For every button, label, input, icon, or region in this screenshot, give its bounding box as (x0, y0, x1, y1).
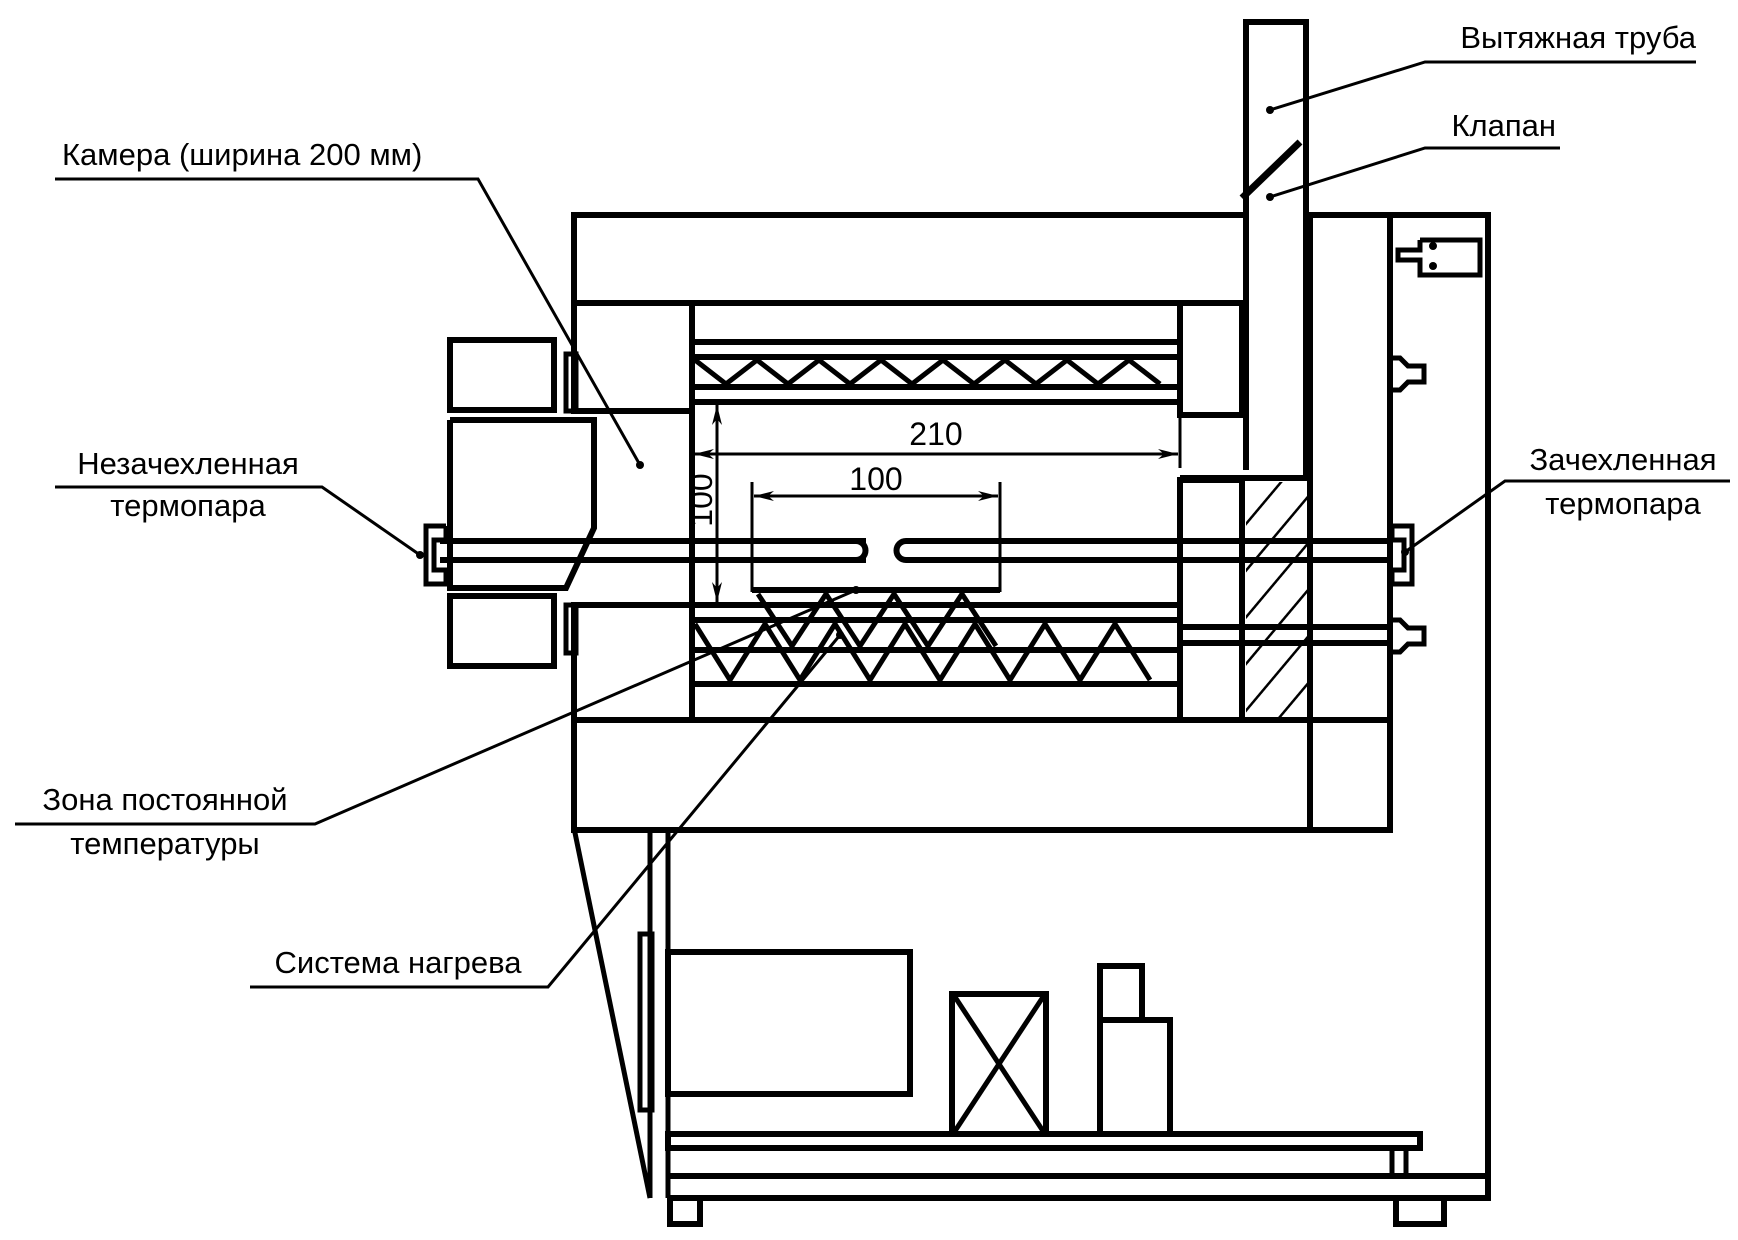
label-constant-temp-zone-2: температуры (70, 826, 259, 861)
dim-label-100-v: 100 (683, 473, 719, 526)
label-unsheathed-thermocouple-1: Незачехленная (77, 446, 299, 481)
label-heating-system: Система нагрева (275, 945, 523, 980)
valve-flap (1239, 139, 1303, 201)
label-sheathed-thermocouple-1: Зачехленная (1529, 442, 1716, 477)
labels: Вытяжная труба Клапан Камера (ширина 200… (42, 20, 1716, 980)
foot-left (667, 1195, 703, 1227)
equipment-bay (665, 949, 1488, 1227)
exhaust-pipe (1180, 19, 1309, 482)
housing (571, 212, 1491, 1201)
heater-terminal-rod (1180, 617, 1427, 655)
regulator-body (1097, 1017, 1173, 1137)
lower-heater (692, 587, 1180, 687)
thermocouple-unsheathed (416, 523, 869, 587)
label-chamber: Камера (ширина 200 мм) (62, 137, 422, 172)
dimensions: 210 100 100 (683, 405, 1182, 602)
upper-heater (692, 339, 1180, 405)
dim-label-210: 210 (909, 416, 962, 452)
leaders (15, 60, 1730, 989)
label-valve: Клапан (1451, 108, 1556, 143)
label-sheathed-thermocouple-2: термопара (1545, 486, 1701, 521)
foot-right (1393, 1195, 1447, 1227)
label-unsheathed-thermocouple-2: термопара (110, 488, 266, 523)
label-exhaust-pipe: Вытяжная труба (1460, 20, 1696, 55)
chamber (689, 300, 1245, 723)
regulator-top (1097, 963, 1145, 1023)
control-unit (665, 949, 913, 1097)
side-terminals (1392, 237, 1483, 393)
dim-label-100-h: 100 (849, 461, 902, 497)
label-constant-temp-zone-1: Зона постоянной (42, 782, 287, 817)
